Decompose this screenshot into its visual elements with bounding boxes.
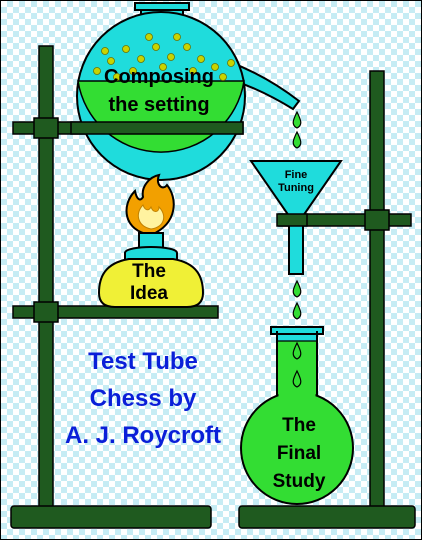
distilling-flask: Composing the setting	[76, 2, 301, 181]
right-stand	[238, 70, 416, 529]
flask-lip	[134, 2, 190, 11]
final-flask-lip	[270, 326, 324, 335]
title-line1: Test Tube	[88, 348, 198, 375]
drops-upper	[292, 110, 302, 149]
drop-5	[292, 341, 302, 360]
flame-inner	[137, 204, 165, 230]
drop-6	[292, 369, 302, 388]
flame	[125, 173, 175, 237]
drop-1	[292, 110, 302, 129]
left-stand	[10, 45, 244, 529]
drop-4	[292, 301, 302, 320]
funnel-label-line1: Fine	[285, 169, 308, 181]
final-flask-neck-join	[278, 389, 316, 403]
final-flask: The Final Study	[240, 326, 354, 505]
upper-clamp	[33, 117, 59, 139]
burner-label-line1: The	[132, 261, 166, 282]
lower-clamp	[33, 301, 59, 323]
burner-cap	[124, 246, 178, 262]
final-label-line1: The	[282, 415, 316, 436]
right-stand-pole	[369, 70, 385, 512]
drop-3	[292, 279, 302, 298]
funnel-label-line2: Tuning	[278, 182, 314, 194]
drops-lower	[292, 279, 302, 320]
funnel-ring-front	[276, 213, 308, 227]
funnel-clamp	[364, 209, 390, 231]
drop-2	[292, 130, 302, 149]
upper-ring-arm-front	[70, 121, 244, 135]
final-label-line3: Study	[273, 471, 326, 492]
flask-label-line2: the setting	[108, 94, 209, 116]
spirit-burner: The Idea	[97, 232, 205, 308]
burner-label-line2: Idea	[130, 283, 168, 304]
title-block: Test Tube Chess by A. J. Roycroft	[65, 348, 221, 449]
flask-bubbles	[93, 33, 235, 81]
title-line3: A. J. Roycroft	[65, 422, 221, 449]
burner-body	[97, 258, 205, 308]
flask-label-line1: Composing	[104, 66, 214, 88]
final-flask-drops	[292, 341, 302, 388]
left-stand-pole	[38, 45, 54, 512]
left-stand-base	[10, 505, 212, 529]
right-stand-base	[238, 505, 416, 529]
final-label-line2: Final	[277, 443, 321, 464]
title-line2: Chess by	[90, 385, 197, 412]
